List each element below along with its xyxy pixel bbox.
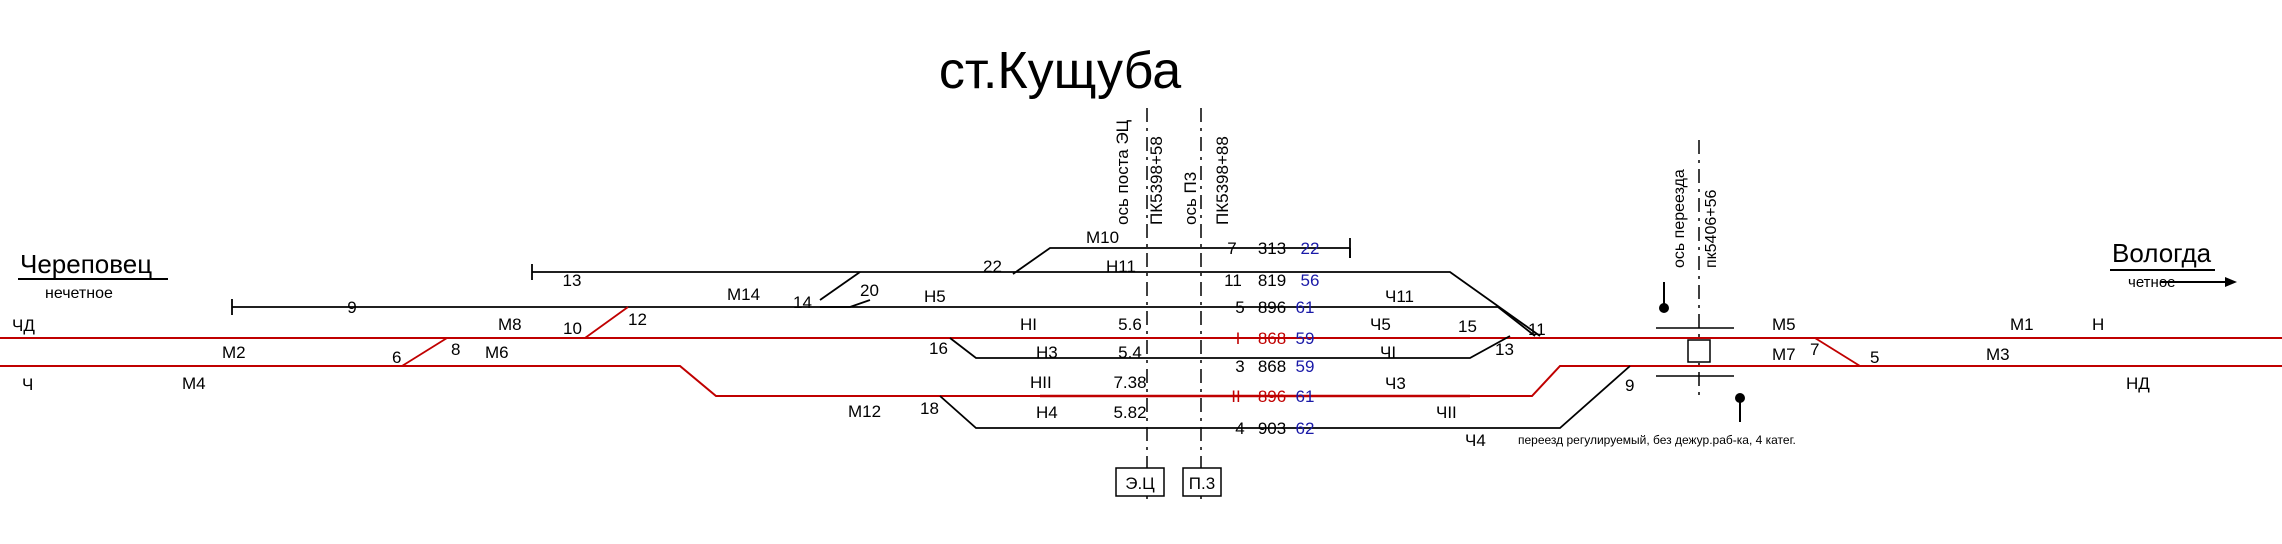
signal-m4: М4 [182, 374, 206, 393]
track-II-number: II [1231, 387, 1240, 406]
signal-ch: Ч [22, 375, 33, 394]
signal-m14: М14 [727, 285, 760, 304]
distance-II: 7.38 [1113, 373, 1146, 392]
distance-3: 5.4 [1118, 343, 1142, 362]
track-7-number: 7 [1227, 239, 1236, 258]
switch-15: 15 [1458, 317, 1477, 336]
track-13-left-number: 13 [563, 271, 582, 290]
signal-nii: НII [1030, 373, 1052, 392]
switch-14: 14 [793, 293, 812, 312]
signal-ni: НI [1020, 315, 1037, 334]
track-7-capacity: 22 [1301, 239, 1320, 258]
signal-m5: М5 [1772, 315, 1796, 334]
signal-m3: М3 [1986, 345, 2010, 364]
signal-chd: ЧД [12, 316, 35, 335]
direction-right-parity: четное [2128, 274, 2176, 291]
switch-18: 18 [920, 399, 939, 418]
signal-m1: М1 [2010, 315, 2034, 334]
distance-4: 5.82 [1113, 403, 1146, 422]
switch-11: 11 [1528, 320, 1546, 339]
track-4-capacity: 62 [1296, 419, 1315, 438]
track-11-capacity: 56 [1301, 271, 1320, 290]
signal-n4: Н4 [1036, 403, 1058, 422]
signal-ch5: Ч5 [1370, 315, 1391, 334]
track-I-length: 868 [1258, 329, 1286, 348]
direction-left-name: Череповец [20, 249, 152, 279]
track-11-length: 819 [1258, 271, 1286, 290]
ec-box [1115, 467, 1165, 497]
axis-p3-caption-2: ПК5398+88 [1213, 136, 1232, 225]
track-3-capacity: 59 [1296, 357, 1315, 376]
signal-m7: М7 [1772, 345, 1796, 364]
track-3-number: 3 [1235, 357, 1244, 376]
track-7-length: 313 [1258, 239, 1286, 258]
track-4-number: 4 [1235, 419, 1244, 438]
switch-16: 16 [929, 339, 948, 358]
signal-m2: М2 [222, 343, 246, 362]
p3-box [1182, 467, 1222, 497]
track-11-number: 11 [1224, 271, 1242, 290]
signal-n3: Н3 [1036, 343, 1058, 362]
signal-ch4: Ч4 [1465, 431, 1486, 450]
signal-ch3: Ч3 [1385, 374, 1406, 393]
signal-n11: Н11 [1106, 257, 1136, 276]
signal-n5: Н5 [924, 287, 946, 306]
switch-13: 13 [1495, 340, 1514, 359]
track-5-capacity: 61 [1296, 298, 1315, 317]
axis-ec-caption-2: ПК5398+58 [1147, 136, 1166, 225]
switch-22: 22 [983, 257, 1002, 276]
axis-crossing-caption-1: ось переезда [1671, 169, 1688, 268]
signal-m10: М10 [1086, 228, 1119, 247]
signal-chi: ЧI [1380, 343, 1396, 362]
switch-20: 20 [860, 281, 879, 300]
switch-9: 9 [1625, 376, 1634, 395]
signal-m8: М8 [498, 315, 522, 334]
switch-6: 6 [392, 348, 401, 367]
track-7 [1012, 247, 1350, 275]
ec-box-label: Э.Ц [1125, 474, 1155, 493]
signal-m6: М6 [485, 343, 509, 362]
track-5-number: 5 [1235, 298, 1244, 317]
axis-crossing-caption-2: пк5406+56 [1703, 190, 1720, 269]
side-tracks [231, 238, 1861, 429]
track-3-length: 868 [1258, 357, 1286, 376]
axis-ec-caption-1: ось поста ЭЦ [1113, 119, 1132, 225]
signal-n: Н [2092, 315, 2104, 334]
signal-ch11: Ч11 [1385, 287, 1414, 306]
track-9-left-number: 9 [347, 298, 356, 317]
distance-I: 5.6 [1118, 315, 1142, 334]
direction-arrow-head [2225, 277, 2237, 287]
signal-m12: М12 [848, 402, 881, 421]
axis-p3-caption-1: ось П3 [1181, 172, 1200, 225]
track-II-capacity: 61 [1296, 387, 1315, 406]
crossing-note: переезд регулируемый, без дежур.раб-ка, … [1518, 433, 1796, 447]
signal-nd: НД [2126, 374, 2150, 393]
track-I-capacity: 59 [1296, 329, 1315, 348]
track-I-number: I [1236, 329, 1241, 348]
station-title: ст.Кущуба [939, 42, 1181, 100]
track-5-length: 896 [1258, 298, 1286, 317]
switch-12: 12 [628, 310, 647, 329]
switch-7: 7 [1810, 340, 1819, 359]
switch-10: 10 [563, 319, 582, 338]
direction-left-parity: нечетное [45, 285, 113, 302]
track-II-length: 896 [1258, 387, 1286, 406]
crossing-box [1687, 339, 1711, 363]
switch-8: 8 [451, 340, 460, 359]
track-4-length: 903 [1258, 419, 1286, 438]
direction-right-name: Вологда [2112, 238, 2212, 268]
signal-chii: ЧII [1436, 403, 1457, 422]
p3-box-label: П.3 [1189, 474, 1215, 493]
switch-5: 5 [1870, 348, 1879, 367]
